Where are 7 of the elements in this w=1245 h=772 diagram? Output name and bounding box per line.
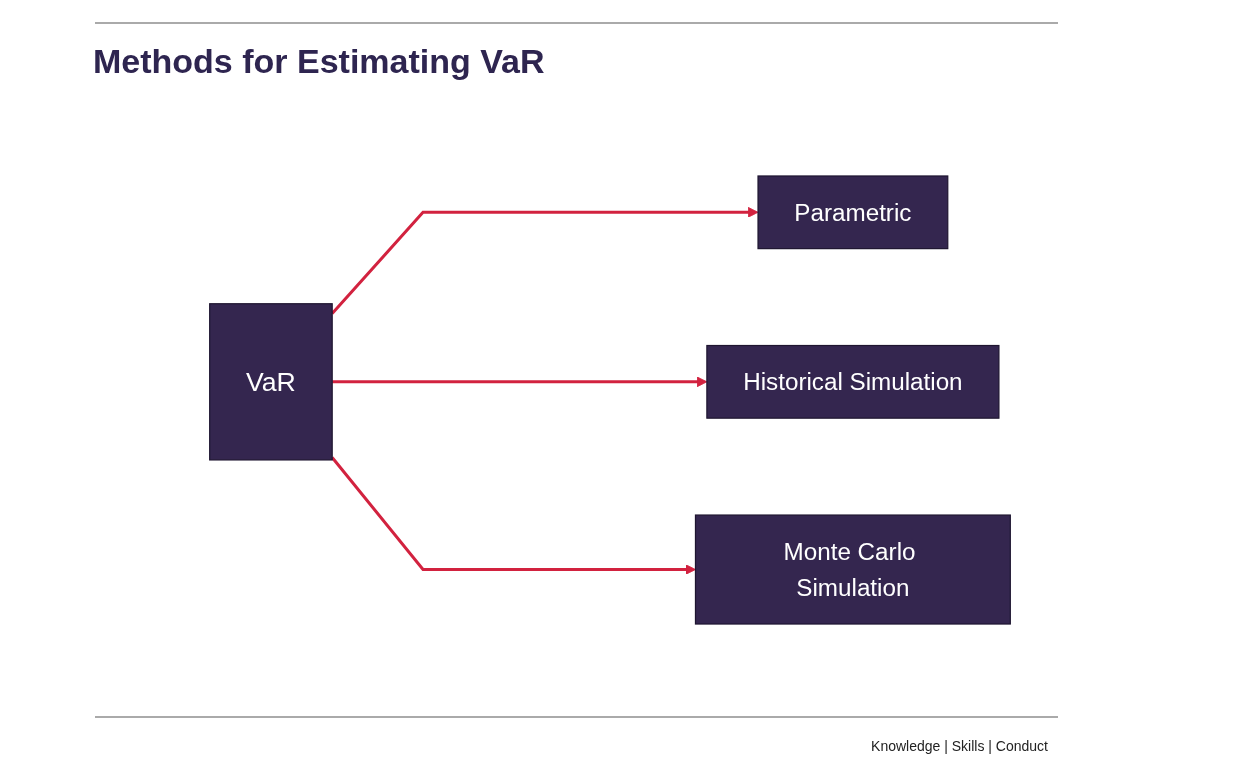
node-box: Parametric: [757, 175, 949, 250]
node-box: VaR: [209, 303, 333, 461]
footer-note: Knowledge | Skills | Conduct: [871, 738, 1048, 754]
node-box: Monte Carlo Simulation: [694, 514, 1011, 625]
node-box: Historical Simulation: [706, 344, 1000, 419]
slide-title: Methods for Estimating VaR: [93, 42, 545, 81]
arrow: [331, 456, 696, 575]
